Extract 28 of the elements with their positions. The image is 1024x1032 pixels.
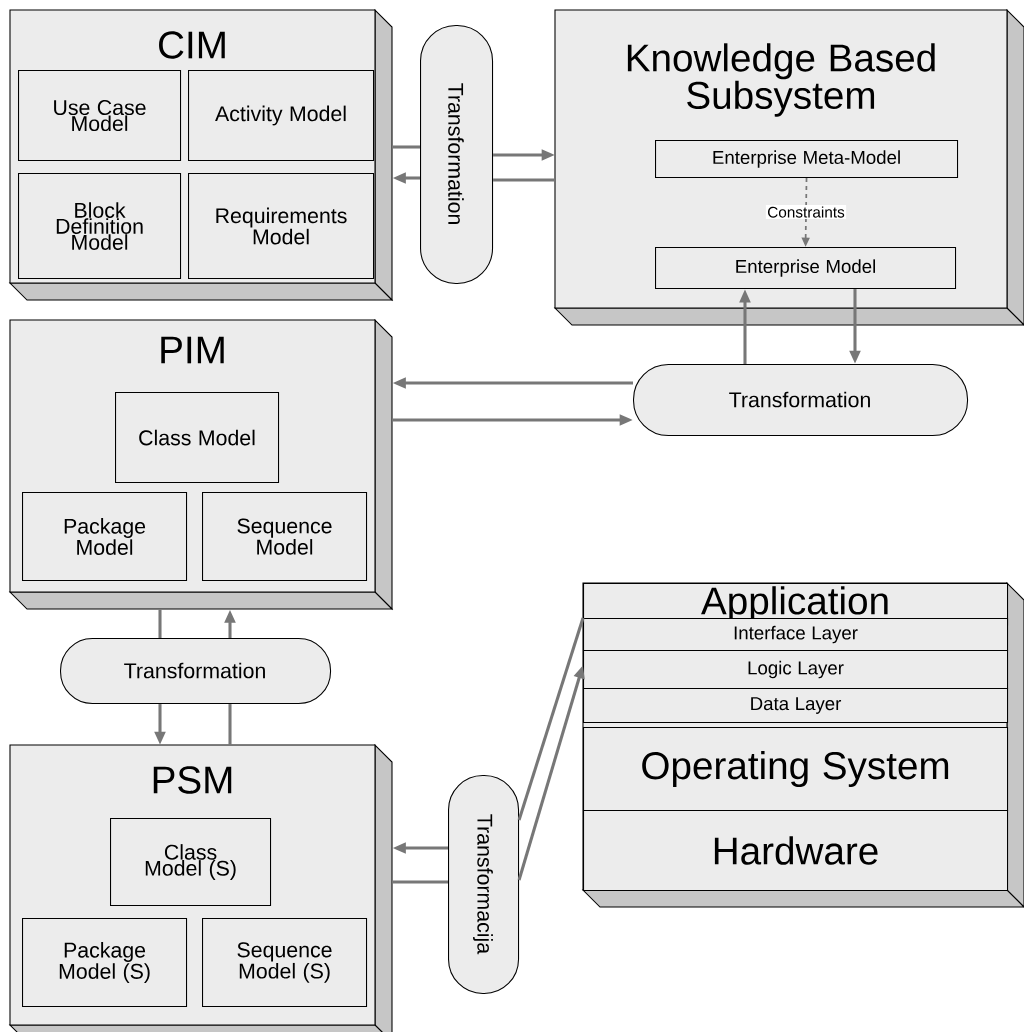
layer-box: Operating System <box>583 727 1009 812</box>
model-box: Package Model (S) <box>22 918 188 1008</box>
model-box: Activity Model <box>188 70 375 162</box>
model-box: Sequence Model <box>202 492 368 582</box>
connector-line <box>228 704 232 745</box>
model-box: Use Case Model <box>18 70 182 162</box>
model-box: Enterprise Model <box>655 247 957 290</box>
model-box: Sequence Model (S) <box>202 918 368 1008</box>
transformation-pill: Transformacija <box>448 775 520 995</box>
connector-line <box>392 145 420 149</box>
layer-box: Hardware <box>583 810 1009 892</box>
model-box: Class Model (S) <box>110 818 272 907</box>
edge-label: Constraints <box>765 205 847 219</box>
connector-line <box>493 178 555 182</box>
model-box: Package Model <box>22 492 188 582</box>
connector-line <box>158 609 162 638</box>
layer-box: Logic Layer <box>583 650 1009 690</box>
transformation-pill: Transformation <box>633 364 969 437</box>
model-box: Class Model <box>115 392 280 484</box>
connector-line <box>517 617 585 821</box>
layer-box: Data Layer <box>583 688 1009 724</box>
layer-box: Interface Layer <box>583 618 1009 652</box>
model-box: Block Definition Model <box>18 173 182 280</box>
model-box: Enterprise Meta-Model <box>655 140 959 179</box>
transformation-pill: Transformation <box>420 25 494 285</box>
model-box: Requirements Model <box>188 173 375 280</box>
transformation-pill: Transformation <box>60 638 332 705</box>
connector-line <box>392 880 448 884</box>
